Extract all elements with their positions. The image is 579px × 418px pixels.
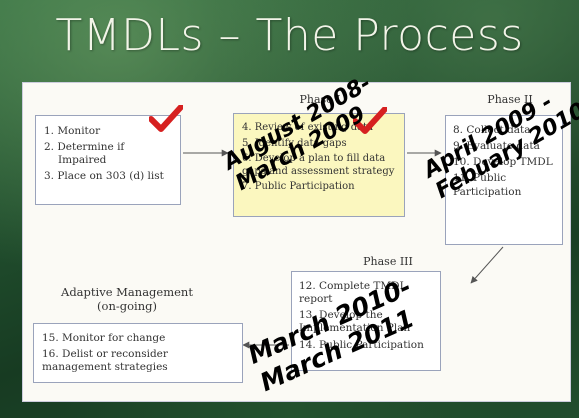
adaptive-management-box: 15. Monitor for change 16. Delist or rec… — [33, 323, 243, 383]
monitor-step-box: 1. Monitor 2. Determine if Impaired 3. P… — [35, 115, 181, 205]
checkmark-icon — [149, 105, 183, 132]
list-item: 7. Public Participation — [242, 181, 355, 192]
list-item: 9. Evaluate data — [453, 140, 540, 153]
phase2-box: 8. Collect data 9. Evaluate data 10. Dev… — [445, 115, 563, 245]
phase3-label: Phase III — [363, 255, 413, 268]
list-item: 8. Collect data — [453, 124, 531, 136]
list-item: 2. Determine if Impaired — [44, 141, 125, 167]
list-item: 10. Develop TMDL — [453, 156, 553, 169]
list-item: 13. Develop the Implementation Plan — [299, 309, 411, 335]
list-item: 14. Public Participation — [299, 338, 424, 351]
phase3-box: 12. Complete TMDL report 13. Develop the… — [291, 271, 441, 371]
flow-arrows — [183, 149, 504, 349]
phase2-label: Phase II — [487, 93, 533, 106]
list-item: 15. Monitor for change — [42, 332, 166, 344]
adaptive-management-label: Adaptive Management (on-going) — [61, 285, 193, 313]
checkmark-icon — [353, 107, 387, 134]
list-item: 6. Develop a plan to fill data gaps and … — [242, 153, 395, 177]
list-item: 4. Review of existing data — [242, 122, 374, 133]
list-item: 16. Delist or reconsider management stra… — [42, 348, 168, 374]
diagram-panel: 1. Monitor 2. Determine if Impaired 3. P… — [22, 82, 571, 402]
list-item: 11. Public Participation — [453, 172, 522, 198]
list-item: 5. Identify data gaps — [242, 137, 347, 149]
list-item: 12. Complete TMDL report — [299, 280, 407, 306]
arrow-phase2-to-phase3 — [470, 246, 504, 284]
list-item: 3. Place on 303 (d) list — [44, 170, 164, 183]
slide-title: TMDLs – The Process — [55, 10, 524, 61]
phase1-label: Phase I — [299, 93, 341, 106]
phase1-box: 4. Review of existing data 5. Identify d… — [233, 113, 405, 217]
list-item: 1. Monitor — [44, 125, 101, 137]
